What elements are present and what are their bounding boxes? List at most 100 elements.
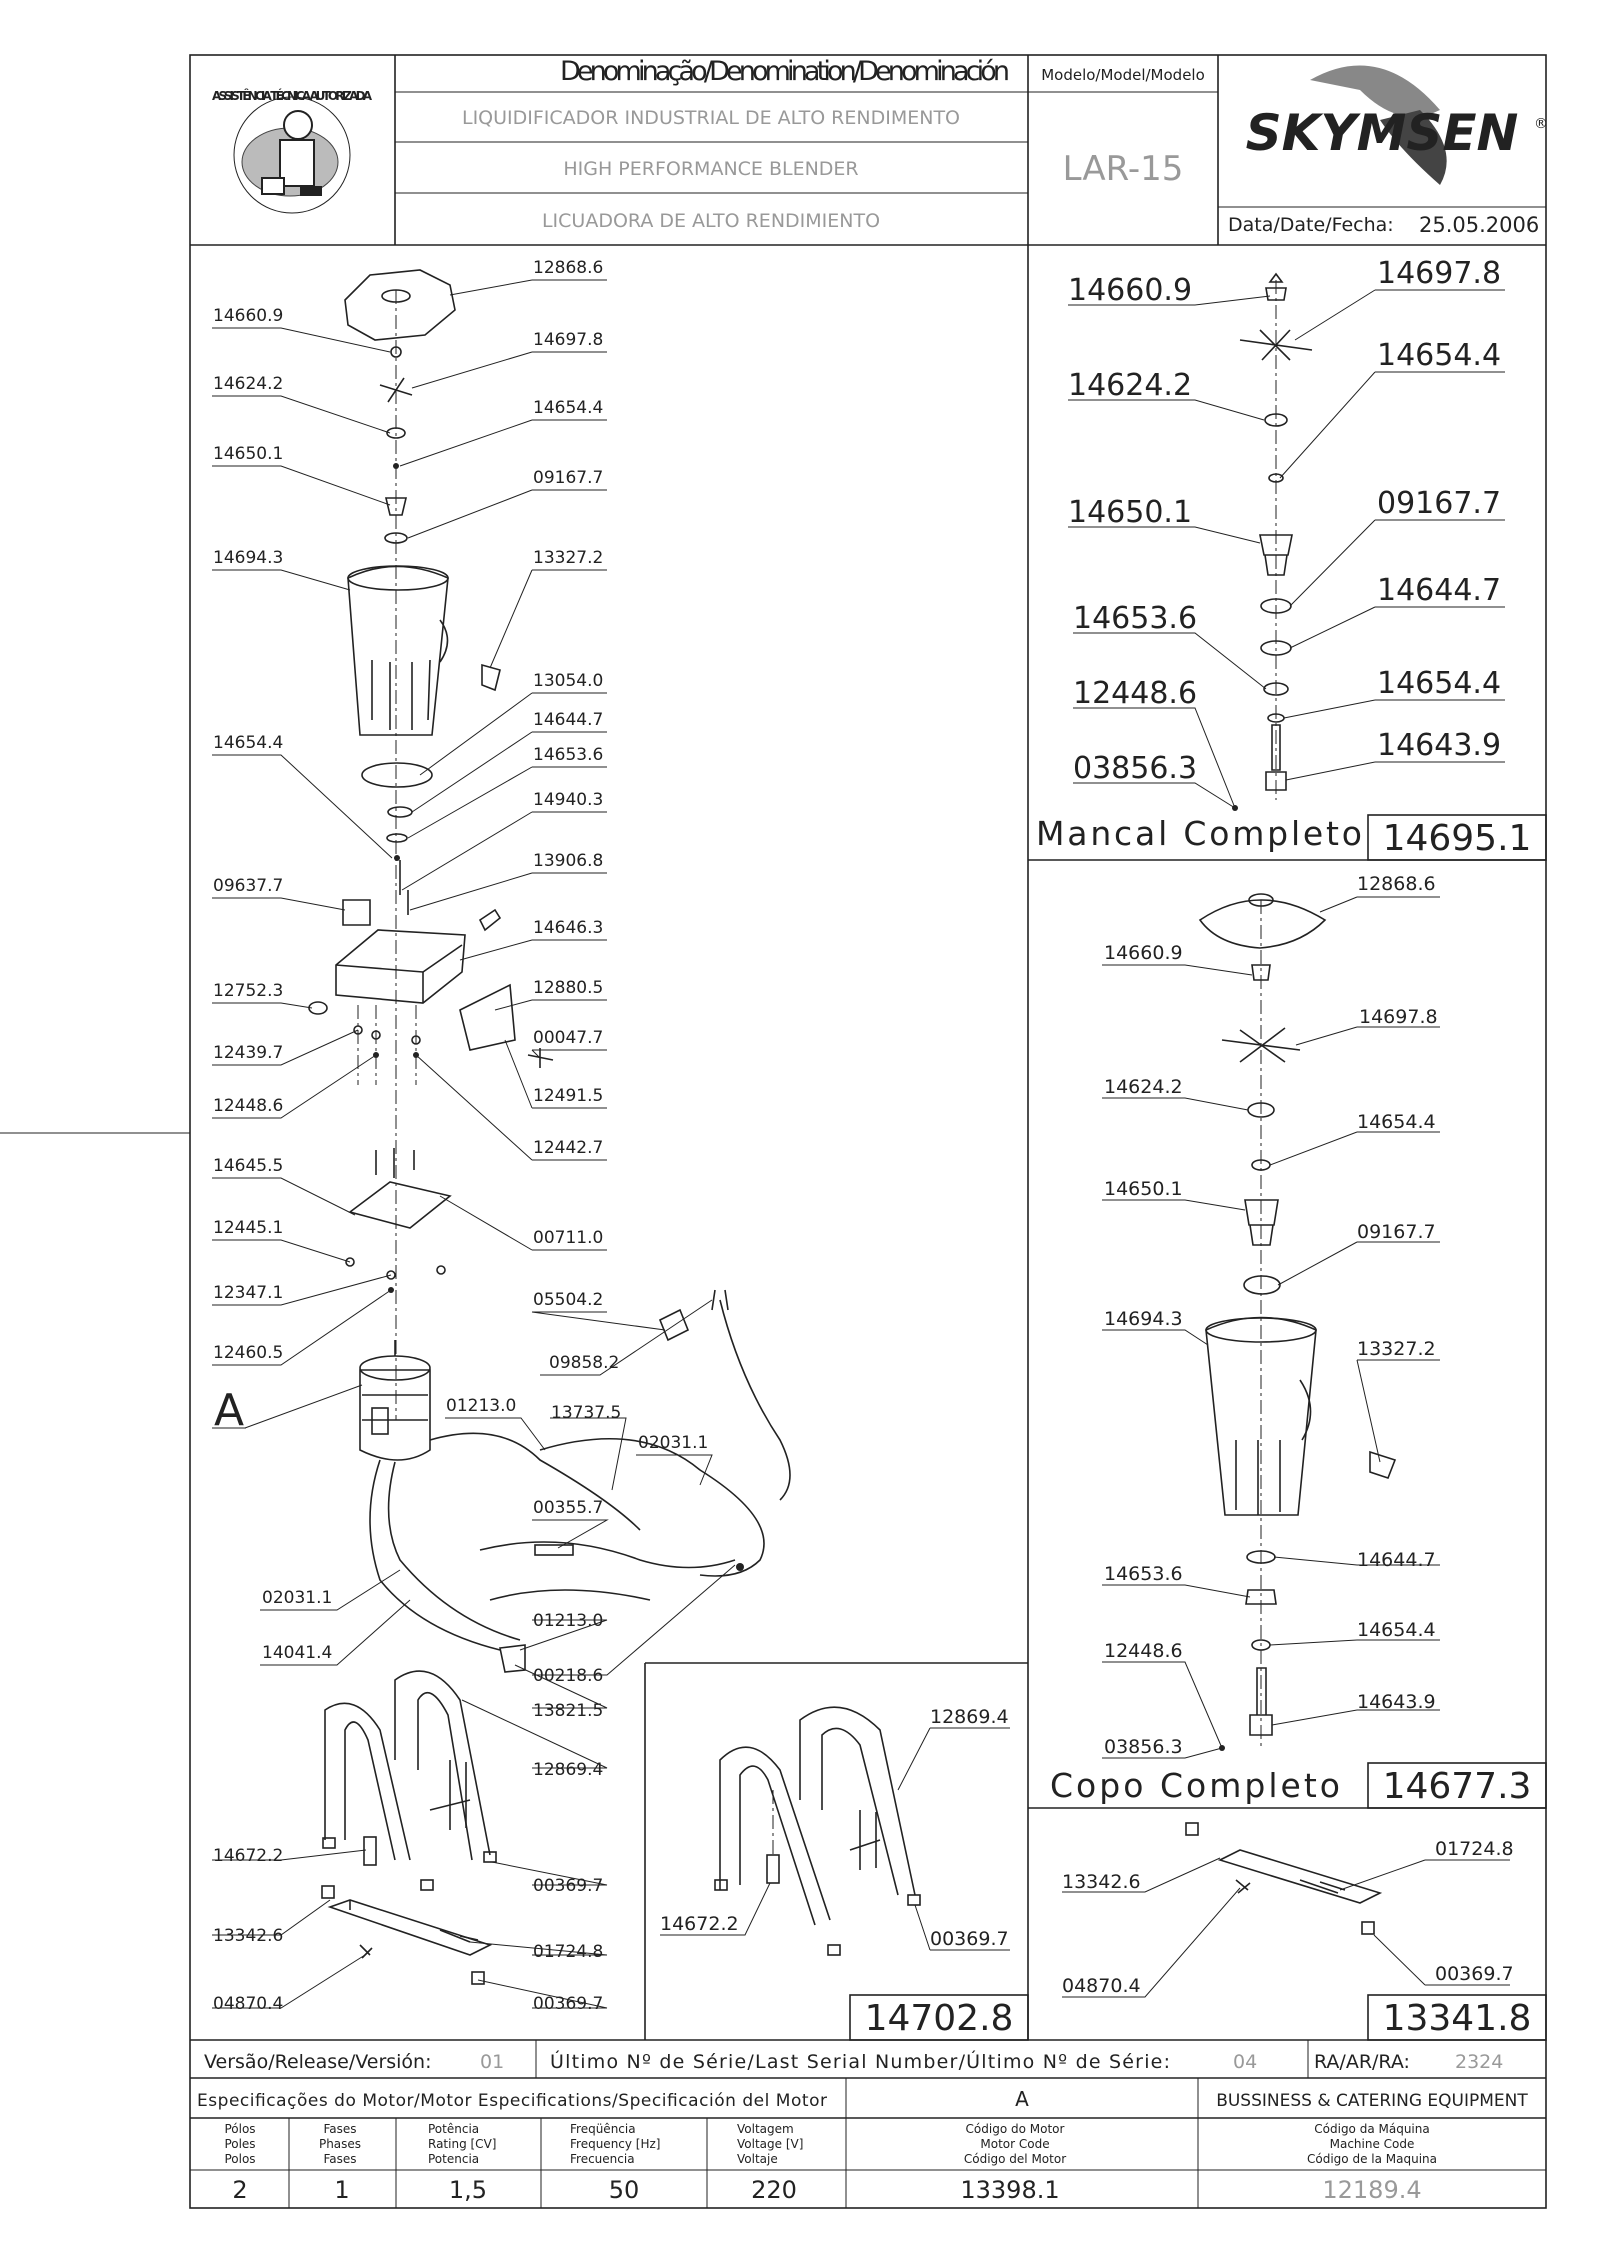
stand-code: 14702.8: [865, 1998, 1014, 2039]
part-label: 14624.2: [213, 374, 283, 394]
main-view-labels: 12868.6 14660.9 14697.8 14624.2 14654.4 …: [213, 258, 708, 2014]
seal-text: ASSISTÊNCIA TÉCNICA AUTORIZADA: [212, 88, 373, 103]
title-block-header: [190, 55, 1546, 246]
part-label: 12439.7: [213, 1043, 283, 1063]
part-label: 14697.8: [533, 330, 603, 350]
part-label: 14654.4: [213, 733, 283, 753]
callout-leader-lines: [212, 279, 1510, 2009]
spec-header: Frecuencia: [570, 2152, 635, 2166]
product-name-es: LICUADORA DE ALTO RENDIMIENTO: [542, 210, 880, 232]
part-label: 14940.3: [533, 790, 603, 810]
part-label: 00711.0: [533, 1228, 603, 1248]
base-code: 13341.8: [1383, 1998, 1532, 2039]
motor-callout-letter: A: [214, 1385, 244, 1436]
part-label: 12752.3: [213, 981, 283, 1001]
part-label: 14650.1: [213, 444, 283, 464]
date-label: Data/Date/Fecha:: [1228, 214, 1394, 236]
part-label: 14694.3: [213, 548, 283, 568]
motor-spec-label: Especificações do Motor/Motor Especifica…: [197, 2091, 827, 2111]
part-label: 14041.4: [262, 1643, 332, 1663]
part-label: 14660.9: [1068, 273, 1192, 308]
spec-header: Potencia: [428, 2152, 479, 2166]
part-label: 09167.7: [1357, 1221, 1436, 1243]
part-label: 01724.8: [533, 1942, 603, 1962]
part-label: 04870.4: [213, 1994, 283, 2014]
part-label: 14624.2: [1068, 368, 1192, 403]
part-label: 00369.7: [1435, 1963, 1514, 1985]
serial-label: Último Nº de Série/Last Serial Number/Úl…: [550, 2049, 1170, 2073]
product-name-pt: LIQUIDIFICADOR INDUSTRIAL DE ALTO RENDIM…: [462, 107, 960, 129]
product-name-en: HIGH PERFORMANCE BLENDER: [563, 158, 858, 180]
part-label: 00355.7: [533, 1498, 603, 1518]
part-label: 14650.1: [1068, 495, 1192, 530]
copo-title: Copo Completo: [1050, 1766, 1340, 1805]
part-label: 13737.5: [551, 1403, 621, 1423]
part-label: 14654.4: [1357, 1111, 1436, 1133]
company-tagline: BUSSINESS & CATERING EQUIPMENT: [1216, 2091, 1528, 2111]
spec-header: Voltaje: [737, 2152, 778, 2166]
part-label: 14694.3: [1104, 1308, 1183, 1330]
part-label: 12448.6: [1073, 676, 1197, 711]
part-label: 14697.8: [1359, 1006, 1438, 1028]
part-label: 13342.6: [1062, 1871, 1141, 1893]
part-label: 14653.6: [1104, 1563, 1183, 1585]
part-label: 12347.1: [213, 1283, 283, 1303]
spec-header: Motor Code: [980, 2137, 1049, 2151]
part-label: 14660.9: [213, 306, 283, 326]
part-label: 13906.8: [533, 851, 603, 871]
motor-spec-values: 2 1 1,5 50 220 13398.1 12189.4: [232, 2176, 1421, 2204]
part-label: 00047.7: [533, 1028, 603, 1048]
spec-header: Potência: [428, 2122, 479, 2136]
part-label: 14672.2: [660, 1913, 739, 1935]
spec-value-frequency: 50: [609, 2176, 640, 2204]
motor-spec-ref: A: [1015, 2087, 1029, 2111]
part-label: 00369.7: [930, 1928, 1009, 1950]
spec-value-voltage: 220: [751, 2176, 797, 2204]
part-label: 00369.7: [533, 1876, 603, 1896]
ra-label: RA/AR/RA:: [1314, 2051, 1410, 2073]
spec-header: Voltage [V]: [737, 2137, 803, 2151]
part-label: 12880.5: [533, 978, 603, 998]
spec-header: Polos: [224, 2152, 255, 2166]
part-label: 14643.9: [1357, 1691, 1436, 1713]
part-label: 12448.6: [1104, 1640, 1183, 1662]
part-label: 01724.8: [1435, 1838, 1514, 1860]
part-label: 12869.4: [533, 1760, 603, 1780]
denomination-label: Denominação/Denomination/Denominación: [560, 56, 1010, 87]
part-label: 01213.0: [533, 1611, 603, 1631]
spec-header: Fases: [323, 2152, 356, 2166]
part-label: 03856.3: [1104, 1736, 1183, 1758]
copo-labels: 12868.6 14660.9 14697.8 14624.2 14654.4 …: [1104, 873, 1438, 1758]
base-labels: 01724.8 13342.6 04870.4 00369.7: [1062, 1838, 1514, 1997]
part-label: 13821.5: [533, 1701, 603, 1721]
part-label: 14653.6: [533, 745, 603, 765]
part-label: 13342.6: [213, 1926, 283, 1946]
spec-header: Voltagem: [737, 2122, 794, 2136]
part-label: 14646.3: [533, 918, 603, 938]
drawing-frame: [189, 54, 1547, 2209]
spec-value-machine-code: 12189.4: [1322, 2176, 1421, 2204]
part-label: 14624.2: [1104, 1076, 1183, 1098]
spec-header: Código de la Maquina: [1307, 2152, 1437, 2166]
brand-logo: SKYMSEN ®: [1246, 65, 1548, 185]
spec-header: Freqüência: [570, 2122, 636, 2136]
spec-header: Phases: [319, 2137, 361, 2151]
brand-registered-mark: ®: [1534, 116, 1548, 132]
part-label: 13054.0: [533, 671, 603, 691]
part-label: 09167.7: [533, 468, 603, 488]
model-label: Modelo/Model/Modelo: [1041, 66, 1205, 84]
part-label: 14654.4: [533, 398, 603, 418]
brand-name: SKYMSEN: [1246, 104, 1519, 162]
mancal-labels: 14660.9 14697.8 14624.2 14654.4 14650.1 …: [1068, 256, 1501, 786]
part-label: 12869.4: [930, 1706, 1009, 1728]
spec-header: Código del Motor: [964, 2152, 1066, 2166]
version-label: Versão/Release/Versión:: [204, 2051, 432, 2073]
part-label: 14644.7: [533, 710, 603, 730]
spec-header: Rating [CV]: [428, 2137, 496, 2151]
spec-value-motor-code: 13398.1: [960, 2176, 1059, 2204]
part-label: 09167.7: [1377, 486, 1501, 521]
main-exploded-view: [308, 269, 791, 1985]
stand-labels: 12869.4 14672.2 00369.7: [660, 1706, 1009, 1950]
part-label: 14653.6: [1073, 601, 1197, 636]
